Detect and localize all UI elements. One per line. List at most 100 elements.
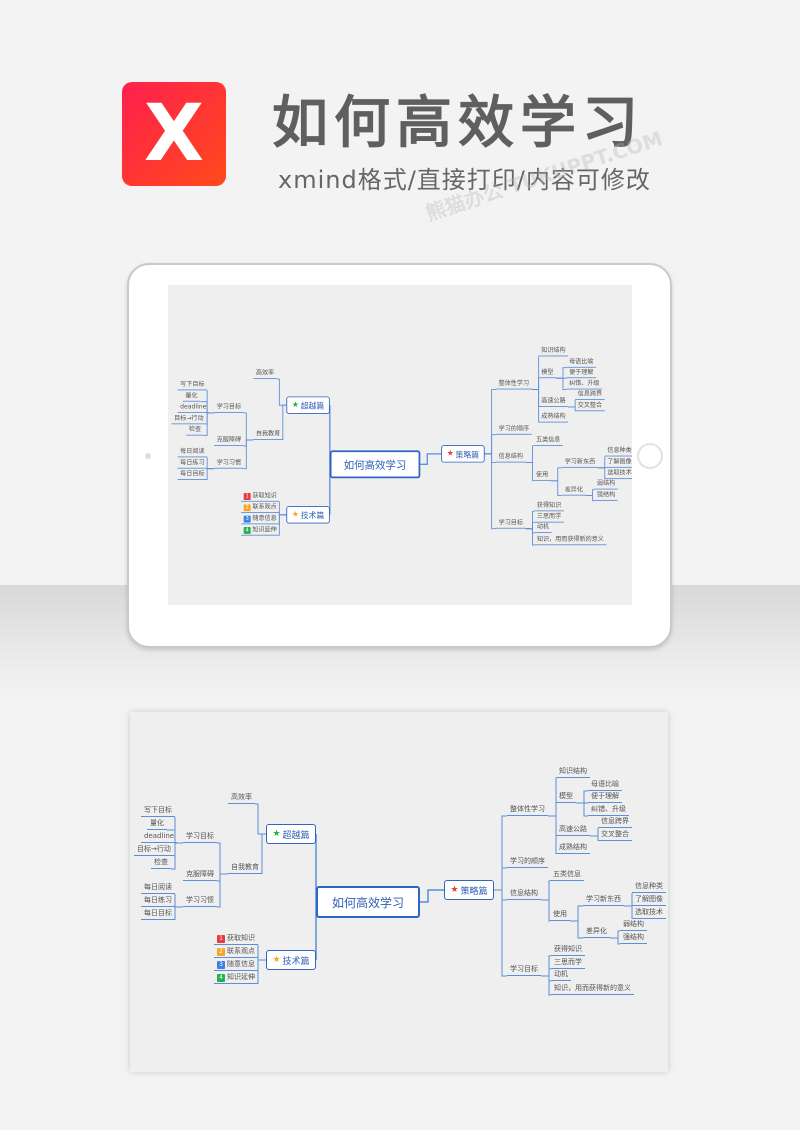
subtopic[interactable]: 了解图像 [604, 458, 632, 468]
subtopic[interactable]: 弱结构 [620, 920, 647, 931]
topic-label: 随意信息 [252, 514, 277, 522]
central-topic[interactable]: 如何高效学习 [316, 886, 420, 918]
subtopic[interactable]: 五类信息 [533, 436, 563, 447]
subtopic[interactable]: 学习的顺序 [507, 857, 548, 868]
subtopic[interactable]: 交叉整合 [598, 830, 632, 841]
subtopic[interactable]: 弱结构 [594, 480, 618, 490]
topic-label: 使用 [553, 910, 567, 918]
subtopic[interactable]: 强结构 [594, 491, 618, 501]
subtopic[interactable]: 学习目标 [507, 965, 541, 976]
main-topic[interactable]: ★策略篇 [444, 880, 494, 900]
subtopic[interactable]: 学习目标 [183, 832, 217, 843]
subtopic[interactable]: 便于理解 [588, 792, 622, 803]
subtopic[interactable]: 写下目标 [141, 806, 175, 817]
subtopic[interactable]: 纠错、升级 [566, 380, 603, 390]
subtopic[interactable]: deadline [141, 832, 178, 843]
subtopic[interactable]: 每日阅读 [177, 448, 208, 458]
subtopic[interactable]: 学习新东西 [562, 458, 598, 468]
subtopic[interactable]: 知识，用而获得新的意义 [534, 536, 607, 546]
subtopic[interactable]: 克服障碍 [183, 870, 217, 881]
subtopic[interactable]: 模型 [538, 369, 557, 379]
subtopic[interactable]: 五类信息 [550, 870, 584, 881]
main-topic[interactable]: ★技术篇 [266, 950, 316, 970]
subtopic[interactable]: 动机 [534, 523, 552, 534]
topic-label: 每日目标 [144, 909, 172, 917]
subtopic[interactable]: 整体性学习 [507, 805, 548, 816]
subtopic[interactable]: 了解图像 [632, 895, 666, 906]
subtopic[interactable]: 写下目标 [177, 381, 208, 391]
subtopic[interactable]: 自我教育 [253, 430, 283, 440]
central-topic[interactable]: 如何高效学习 [329, 450, 421, 479]
subtopic[interactable]: 使用 [533, 471, 551, 481]
subtopic[interactable]: 信息结构 [495, 453, 526, 463]
subtopic[interactable]: 每日目标 [177, 470, 208, 480]
subtopic[interactable]: 知识结构 [556, 767, 590, 778]
connector [585, 489, 595, 497]
subtopic[interactable]: 高速公路 [556, 825, 590, 836]
subtopic[interactable]: 选取技术 [632, 908, 666, 919]
subtopic[interactable]: 知识结构 [538, 347, 569, 357]
subtopic[interactable]: 纠错、升级 [588, 805, 629, 816]
main-topic[interactable]: ★策略篇 [441, 445, 485, 463]
subtopic[interactable]: 信息种类 [632, 882, 666, 893]
subtopic[interactable]: 检查 [151, 858, 171, 869]
main-topic[interactable]: ★超越篇 [286, 396, 330, 414]
subtopic[interactable]: 信息跨界 [598, 817, 632, 828]
subtopic[interactable]: 高效率 [228, 793, 255, 804]
subtopic[interactable]: 母语比喻 [566, 358, 597, 368]
subtopic[interactable]: 整体性学习 [495, 380, 532, 390]
subtopic[interactable]: 目标→行动 [134, 845, 174, 856]
subtopic[interactable]: 母语比喻 [588, 780, 622, 791]
subtopic[interactable]: 信息种类 [604, 447, 632, 457]
subtopic[interactable]: 信息跨界 [575, 390, 605, 400]
subtopic[interactable]: 三思而学 [551, 958, 585, 969]
subtopic[interactable]: 三思而学 [534, 513, 564, 523]
subtopic[interactable]: 每日目标 [141, 909, 175, 920]
subtopic[interactable]: 差异化 [562, 486, 586, 496]
topic-label: 三思而学 [536, 513, 562, 520]
subtopic[interactable]: 学习习惯 [214, 459, 244, 469]
subtopic[interactable]: 学习的顺序 [495, 425, 532, 435]
subtopic[interactable]: 信息结构 [507, 889, 541, 900]
topic-label: 高效率 [231, 793, 252, 801]
subtopic[interactable]: 学习目标 [495, 519, 526, 529]
subtopic[interactable]: 目标→行动 [171, 415, 207, 425]
subtopic[interactable]: 学习新东西 [583, 895, 624, 906]
subtopic[interactable]: deadline [177, 403, 209, 413]
subtopic[interactable]: 差异化 [583, 927, 610, 938]
subtopic[interactable]: 成熟结构 [538, 413, 569, 423]
subtopic[interactable]: 知识，用而获得新的意义 [551, 984, 634, 995]
subtopic[interactable]: 模型 [556, 792, 576, 803]
subtopic[interactable]: 使用 [550, 910, 570, 921]
subtopic[interactable]: 便于理解 [566, 369, 597, 379]
subtopic[interactable]: 高速公路 [538, 397, 569, 407]
subtopic[interactable]: 获得知识 [551, 945, 585, 956]
subtopic[interactable]: 自我教育 [228, 863, 262, 874]
main-topic[interactable]: ★超越篇 [266, 824, 316, 844]
subtopic[interactable]: 检查 [186, 426, 204, 436]
subtopic[interactable]: 成熟结构 [556, 843, 590, 854]
subtopic[interactable]: 学习目标 [214, 403, 244, 413]
main-topic[interactable]: ★技术篇 [286, 506, 330, 524]
subtopic[interactable]: 每日练习 [141, 896, 175, 907]
subtopic[interactable]: 每日阅读 [141, 883, 175, 894]
subtopic[interactable]: 动机 [551, 970, 571, 981]
subtopic[interactable]: 量化 [147, 819, 167, 830]
subtopic[interactable]: 每日练习 [177, 459, 208, 469]
subtopic[interactable]: 克服障碍 [214, 436, 244, 447]
subtopic[interactable]: 高效率 [253, 369, 277, 380]
subtopic[interactable]: 强结构 [620, 933, 647, 944]
subtopic[interactable]: 学习习惯 [183, 896, 217, 907]
subtopic[interactable]: 选取技术 [604, 470, 632, 480]
subtopic[interactable]: 量化 [182, 392, 201, 402]
subtopic[interactable]: 交叉整合 [575, 402, 605, 412]
subtopic[interactable]: 获得知识 [534, 502, 564, 512]
